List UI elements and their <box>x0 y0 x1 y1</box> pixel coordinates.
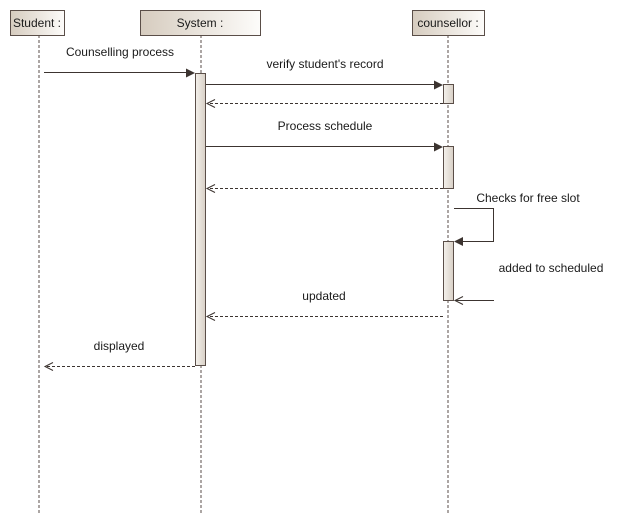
student-header-label: Student : <box>13 16 61 30</box>
message-label: added to scheduled <box>499 261 604 275</box>
message-label: Counselling process <box>66 45 174 59</box>
message-added-to-scheduled[interactable]: added to scheduled <box>453 261 604 305</box>
open-arrowhead-icon <box>205 312 216 321</box>
filled-arrowhead-icon <box>186 68 195 78</box>
counsellor-header[interactable]: counsellor : <box>412 10 485 36</box>
system-activation[interactable] <box>195 73 206 366</box>
message-verify-students-record[interactable]: verify student's record <box>206 57 443 90</box>
open-arrowhead-icon <box>43 362 54 371</box>
open-arrowhead-icon <box>205 99 216 108</box>
message-counselling-process[interactable]: Counselling process <box>44 45 195 78</box>
message-updated[interactable]: updated <box>205 289 443 321</box>
counsellor-activation-1[interactable] <box>443 84 454 104</box>
message-label: verify student's record <box>266 57 383 71</box>
student-header[interactable]: Student : <box>10 10 65 36</box>
return-message-2[interactable] <box>205 184 443 193</box>
system-header-label: System : <box>177 16 224 30</box>
counsellor-activation-2[interactable] <box>443 146 454 189</box>
message-label: Checks for free slot <box>476 191 580 205</box>
message-label: Process schedule <box>278 119 373 133</box>
message-label: updated <box>302 289 345 303</box>
filled-arrowhead-icon <box>434 142 443 152</box>
open-arrowhead-icon <box>205 184 216 193</box>
system-header[interactable]: System : <box>140 10 261 36</box>
filled-arrowhead-icon <box>434 80 443 90</box>
counsellor-header-label: counsellor : <box>417 16 478 30</box>
return-message-1[interactable] <box>205 99 443 108</box>
message-displayed[interactable]: displayed <box>43 339 195 371</box>
counsellor-activation-3[interactable] <box>443 241 454 301</box>
open-arrowhead-icon <box>453 296 464 305</box>
message-label: displayed <box>94 339 145 353</box>
message-process-schedule[interactable]: Process schedule <box>206 119 443 152</box>
filled-arrowhead-icon <box>454 237 463 246</box>
message-checks-for-free-slot[interactable]: Checks for free slot <box>454 191 580 246</box>
